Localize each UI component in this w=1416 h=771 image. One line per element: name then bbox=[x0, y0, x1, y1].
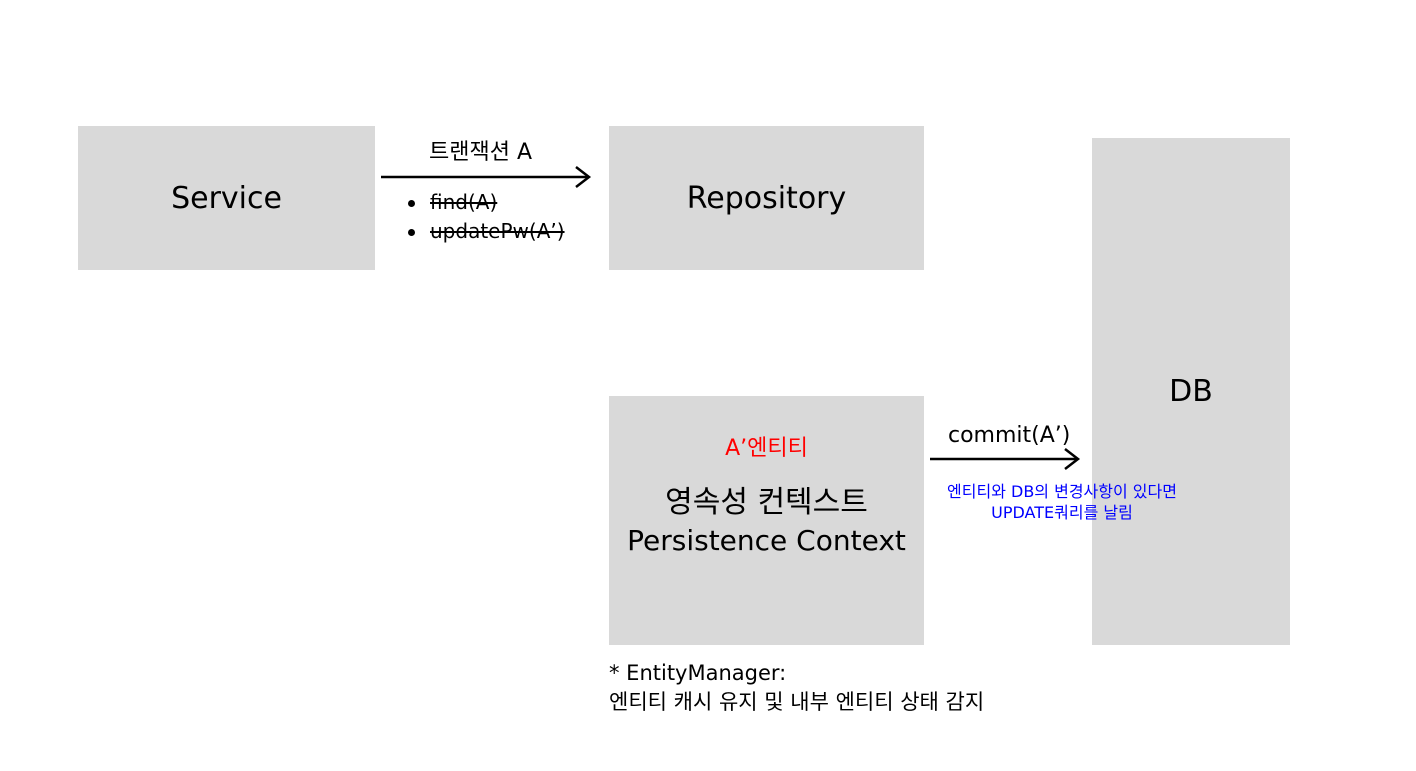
transaction-label: 트랜잭션 A bbox=[429, 140, 533, 165]
commit-note-line1: 엔티티와 DB의 변경사항이 있다면 bbox=[947, 482, 1177, 501]
persistence-context-title-en: Persistence Context bbox=[627, 524, 906, 557]
transaction-operations-list: find(A) updatePw(A’) bbox=[406, 188, 565, 246]
commit-note: 엔티티와 DB의 변경사항이 있다면 UPDATE쿼리를 날림 bbox=[930, 481, 1194, 523]
transaction-arrow bbox=[381, 166, 592, 188]
commit-label: commit(A’) bbox=[948, 423, 1071, 448]
footnote-line2: 엔티티 캐시 유지 및 내부 엔티티 상태 감지 bbox=[609, 690, 985, 714]
repository-label: Repository bbox=[686, 181, 847, 216]
list-item: find(A) bbox=[406, 188, 565, 217]
operation-update-pw: updatePw(A’) bbox=[430, 219, 565, 243]
service-box: Service bbox=[78, 126, 375, 270]
db-box: DB bbox=[1092, 138, 1290, 645]
persistence-context-box: A’엔티티 영속성 컨텍스트 Persistence Context bbox=[609, 396, 924, 645]
footnote: * EntityManager: 엔티티 캐시 유지 및 내부 엔티티 상태 감… bbox=[609, 659, 984, 717]
entity-label: A’엔티티 bbox=[725, 436, 808, 461]
persistence-context-title-ko: 영속성 컨텍스트 bbox=[665, 485, 868, 520]
operation-find: find(A) bbox=[430, 190, 498, 214]
service-label: Service bbox=[171, 181, 282, 216]
db-label: DB bbox=[1169, 374, 1213, 409]
commit-arrow bbox=[930, 448, 1081, 470]
list-item: updatePw(A’) bbox=[406, 217, 565, 246]
footnote-line1: * EntityManager: bbox=[609, 661, 787, 685]
commit-note-line2: UPDATE쿼리를 날림 bbox=[991, 503, 1133, 522]
repository-box: Repository bbox=[609, 126, 924, 270]
